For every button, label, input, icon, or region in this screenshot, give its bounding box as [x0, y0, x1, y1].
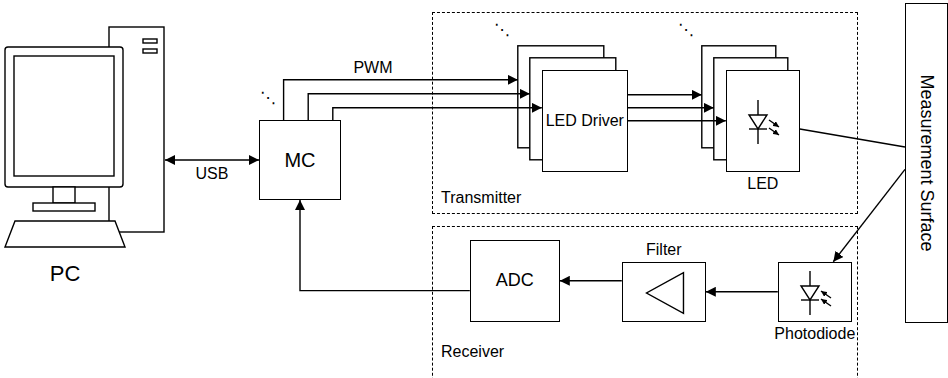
process-box: Photodiode — [778, 262, 852, 322]
photodiode-symbol — [779, 263, 853, 323]
computer-illustration — [5, 25, 165, 255]
node-label: Receiver — [441, 343, 504, 361]
process-box: Measurement Surface — [905, 3, 948, 323]
amplifier-triangle — [623, 263, 707, 323]
group-frame: ReceiverADCFilterPhotodiode — [432, 226, 858, 378]
process-box: LED — [726, 70, 800, 172]
computer-icon: PC — [5, 25, 165, 255]
process-box: MC — [259, 120, 341, 200]
ellipsis-mark: ⋱ — [260, 90, 276, 106]
signal-arrow — [308, 94, 530, 120]
node-label: Measurement Surface — [916, 74, 937, 251]
connector-arrow — [165, 159, 259, 160]
edge-label: USB — [194, 165, 231, 183]
node-label: ADC — [496, 270, 534, 291]
node-label: MC — [284, 149, 315, 172]
process-box: Filter — [622, 262, 706, 322]
connector-arrow — [333, 108, 542, 120]
connector-arrow — [800, 129, 905, 147]
connector-arrow — [628, 120, 726, 121]
group-frame: TransmitterLED DriverLED — [432, 12, 858, 214]
node-label: PC — [50, 261, 81, 286]
node-label: Transmitter — [441, 189, 521, 207]
signal-arrow — [628, 107, 714, 108]
signal-arrow — [284, 80, 518, 120]
node-label: LED Driver — [546, 112, 624, 130]
ellipsis-mark: ⋱ — [494, 22, 510, 38]
edge-label: PWM — [351, 59, 394, 77]
node-label: LED — [747, 175, 778, 193]
signal-arrow — [628, 94, 702, 95]
node-label: Filter — [646, 241, 682, 259]
led-symbol — [727, 71, 801, 173]
process-box: LED Driver — [542, 70, 628, 172]
connector-arrow — [833, 169, 905, 261]
ellipsis-mark: ⋱ — [678, 22, 694, 38]
process-box: ADC — [470, 240, 560, 322]
connector-arrow — [706, 291, 778, 292]
node-label: Photodiode — [774, 325, 855, 343]
connector-arrow — [560, 280, 622, 281]
